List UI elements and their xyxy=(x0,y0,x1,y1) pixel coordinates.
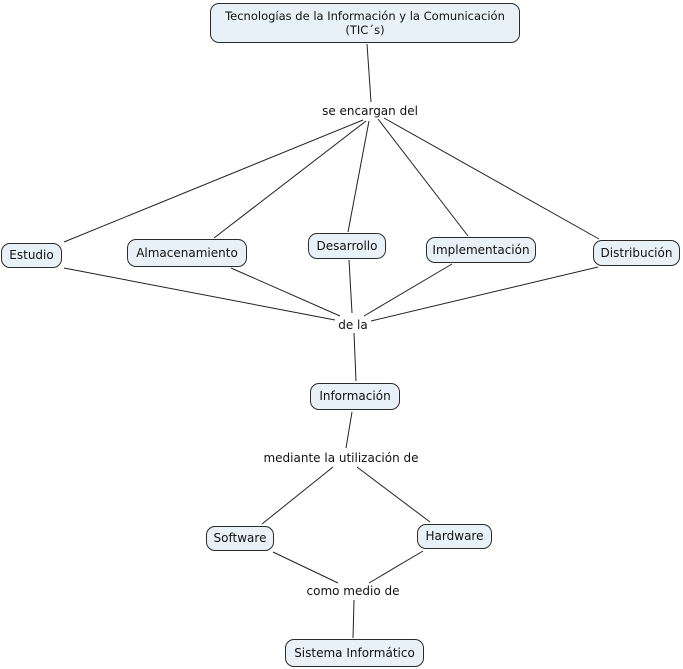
linking-phrase-se-encargan-del[interactable]: se encargan del xyxy=(322,104,418,118)
concept-node-informacion[interactable]: Información xyxy=(310,383,400,410)
connector-se-implementacion xyxy=(377,118,469,237)
connector-software-como xyxy=(272,551,339,584)
connector-como-sistema xyxy=(352,599,355,639)
concept-node-tics[interactable]: Tecnologías de la Información y la Comun… xyxy=(210,3,520,43)
linking-phrase-mediante-la-utilizacion-de[interactable]: mediante la utilización de xyxy=(263,451,419,465)
concept-node-sistema-informatico[interactable]: Sistema Informático xyxy=(285,639,424,667)
connector-almacenamiento-dela xyxy=(230,267,341,317)
connector-distribucion-dela xyxy=(370,266,599,322)
linking-phrase-de-la[interactable]: de la xyxy=(338,318,368,332)
concept-node-almacenamiento[interactable]: Almacenamiento xyxy=(127,239,247,267)
connector-estudio-dela xyxy=(63,267,336,321)
connector-mediante-hardware xyxy=(356,466,431,523)
connector-se-desarrollo xyxy=(347,120,370,233)
linking-phrase-como-medio-de[interactable]: como medio de xyxy=(306,584,400,598)
concept-node-hardware[interactable]: Hardware xyxy=(417,524,492,549)
connector-tics-se-encargan xyxy=(366,43,372,103)
connector-se-almacenamiento xyxy=(213,120,367,239)
concept-node-implementacion[interactable]: Implementación xyxy=(426,237,536,263)
connector-se-estudio xyxy=(63,119,364,243)
connector-implementacion-dela xyxy=(363,263,453,317)
connector-se-distribucion xyxy=(383,117,600,240)
connector-hardware-como xyxy=(368,550,424,584)
connector-mediante-software xyxy=(261,466,334,525)
connector-dela-informacion xyxy=(353,332,357,382)
concept-node-distribucion[interactable]: Distribución xyxy=(593,240,680,266)
concept-node-desarrollo[interactable]: Desarrollo xyxy=(308,233,386,259)
concept-node-software[interactable]: Software xyxy=(206,526,274,551)
connector-desarrollo-dela xyxy=(348,259,353,314)
concept-node-estudio[interactable]: Estudio xyxy=(1,243,62,268)
connector-informacion-mediante xyxy=(345,411,353,449)
